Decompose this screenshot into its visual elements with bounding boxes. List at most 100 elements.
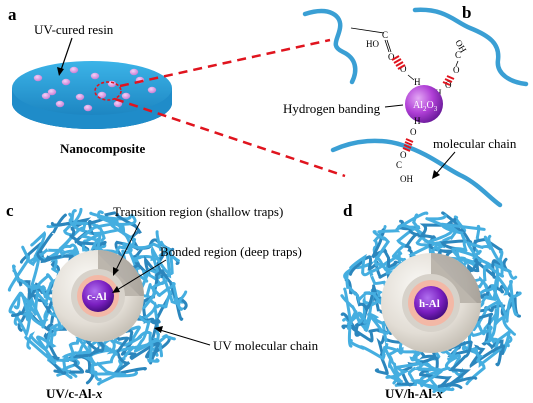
polymer-chain [36,213,74,264]
polymer-chain [340,294,387,325]
nanoparticle-dot [129,68,139,76]
polymer-chain [122,230,163,277]
chem-o-5: O [410,127,417,137]
chem-o-1: O [388,52,395,62]
chem-group-lower: O H O C OH [396,116,421,184]
polymer-chain [459,250,504,289]
nanoparticle-dot [90,72,100,80]
nanoparticle-dot [113,100,123,108]
nanocomposite-disk [12,61,172,129]
polymer-chain [47,334,91,380]
transition-region-label: Transition region (shallow traps) [113,204,283,219]
nanoparticles [33,66,157,112]
polymer-chain [114,329,160,365]
polymer-chain [109,213,137,264]
nanoparticle-dot [147,86,157,94]
polymer-chain [345,271,387,305]
molecular-chain-arrow [435,151,456,175]
hydrogen-arrow [384,104,404,108]
bonded-region-label: Bonded region (deep traps) [160,244,302,259]
polymer-chain [13,289,58,316]
resin-arrowhead [57,67,64,76]
al2o3-label: Al2O3 [413,100,438,113]
polymer-chain [137,281,188,305]
panel-label-c: c [6,201,14,220]
polymer-chain [349,320,395,361]
chem-group-upper-right: OH C O O H [435,38,469,98]
uv-resin-label: UV-cured resin [34,22,114,37]
chem-o-2: O [400,64,407,74]
chem-o-6: O [400,150,407,160]
uv-chains-c [7,207,188,386]
panel-label-a: a [8,5,17,24]
polymer-chain [469,307,512,355]
nanoparticle-dot [61,78,71,86]
polymer-chain [471,300,516,336]
polymer-chain [346,309,396,348]
uv-chain-arrow [159,329,211,346]
nanoparticle-dot [55,100,65,108]
al2o3-sphere [405,85,443,123]
nanoparticle-dot [41,92,51,100]
polymer-chain [425,213,459,262]
zoom-line-top [119,38,331,88]
chem-group-upper-left: HO C O O H [366,30,421,87]
nanoparticle-dot [121,92,131,100]
polymer-chain [11,264,62,299]
chem-c-2: C [455,50,461,60]
polymer-chain [78,339,102,382]
molecular-chain-arrowhead [432,170,440,179]
polymer-chain [56,333,84,377]
panel-label-b: b [462,3,471,22]
zoom-line-bottom [114,97,346,178]
caption-d: UV/h-Al-x [385,386,443,401]
uv-chains-d [340,211,522,394]
chain-lower [330,138,503,208]
resin-arrow [60,37,73,71]
uv-molecular-chain-label: UV molecular chain [213,338,319,353]
hbond-upper-right [442,75,455,86]
nanoparticle-dot [69,66,79,74]
core-c-label: c-Al [87,291,107,303]
nanoparticle-dot [47,88,57,96]
polymer-chain [9,310,64,338]
polymer-chain [423,215,467,260]
chem-h-3: H [414,116,421,126]
chain-upper-right [412,7,529,87]
nanoparticle-dot [97,91,107,99]
polymer-chain [383,336,405,379]
polymer-chain [343,287,387,326]
polymer-chain [50,217,92,259]
bonded-arrowhead [112,286,120,293]
caption-c: UV/c-Al-x [46,386,103,401]
transition-arrow [115,221,141,271]
chem-c-3: C [396,160,402,170]
particle-c: c-Al [52,250,144,342]
uv-chain-arrowhead [154,326,163,333]
hbond-upper-left [391,55,406,70]
polymer-chain [477,276,519,317]
hbond-lower [402,138,414,152]
nanoparticle-dot [83,104,93,112]
zoom-circle [94,81,122,101]
core-d [414,286,448,320]
chem-h-1: H [414,77,421,87]
chem-c-1: C [382,30,388,40]
polymer-chain [374,334,415,376]
chem-o-3: O [453,65,460,75]
polymer-chain [111,330,160,363]
polymer-chain [21,245,66,275]
nanocomposite-label: Nanocomposite [60,141,145,156]
chem-oh-3: OH [400,174,413,184]
nanoparticle-dot [75,93,85,101]
chain-upper-left [302,8,358,85]
molecular-chain-label: molecular chain [433,136,517,151]
transition-arrowhead [113,267,119,276]
bonded-arrow [116,259,167,291]
nanoparticle-dot [33,74,43,82]
core-d-label: h-Al [419,298,440,310]
particle-d: h-Al [381,253,481,353]
hydrogen-banding-label: Hydrogen banding [283,101,381,116]
